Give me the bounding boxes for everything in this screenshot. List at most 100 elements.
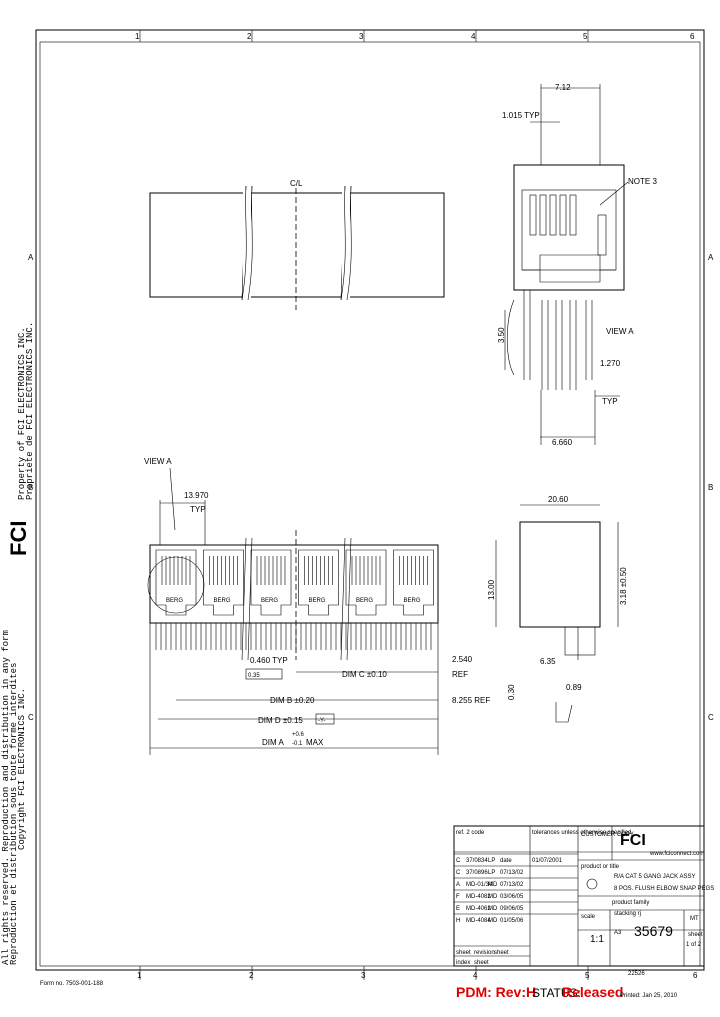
footer-index: index	[456, 960, 470, 966]
side-view-label: VIEW A	[606, 327, 634, 336]
front-dim-b: DIM B ±0.20	[270, 696, 315, 705]
zone-top-4: 4	[471, 32, 476, 41]
history-cell: date	[500, 858, 512, 864]
zone-bottom-4: 4	[473, 971, 478, 980]
copyright-line-4: Property of FCI ELECTRONICS INC.	[17, 327, 27, 500]
pdm-revision: PDM: Rev:H	[456, 984, 536, 1000]
port-label: BERG	[309, 598, 326, 604]
zone-left-b: B	[28, 483, 33, 492]
footer-index-sheet: sheet	[474, 960, 489, 966]
history-cell: MD-4062	[466, 906, 491, 912]
end-dim-height: 13.00	[487, 579, 496, 600]
history-cell: MD	[488, 906, 498, 912]
title-website: www.fciconnect.com	[649, 851, 704, 857]
side-pins	[523, 290, 593, 390]
side-note: NOTE 3	[628, 177, 657, 186]
history-cell: LP	[488, 870, 495, 876]
printed-date: Printed: Jan 25, 2010	[620, 993, 678, 999]
front-pins	[155, 623, 432, 650]
side-dim-pitch: 1.270	[600, 359, 621, 368]
rj-port: BERG	[393, 549, 434, 616]
title-block: ref. 2 code tolerances unless otherwise …	[453, 825, 714, 967]
side-dim-pitch-typ: TYP	[602, 397, 618, 406]
sheet-border	[35, 29, 705, 971]
history-cell: 01/05/06	[500, 918, 524, 924]
zone-top-5: 5	[583, 32, 588, 41]
front-dim-a: DIM A	[262, 738, 284, 747]
title-doc-number: 35679	[634, 923, 673, 939]
end-dim-b: 0.30	[507, 684, 516, 700]
front-body	[149, 544, 439, 624]
side-contacts	[529, 194, 607, 256]
top-view-body	[149, 192, 445, 298]
zone-bottom-1: 1	[137, 971, 142, 980]
side-dim-height: 3.50	[497, 327, 506, 343]
end-dim-side: 3.18 ±0.50	[619, 567, 628, 605]
title-sheet-value: 1 of 2	[686, 942, 702, 948]
title-scale: 1:1	[590, 934, 604, 945]
front-dim-c: DIM C ±0.10	[342, 670, 387, 679]
front-dim-c-right: 2.540	[452, 655, 473, 664]
front-dim-d: DIM D ±0.15	[258, 716, 303, 725]
copyright-line-1: All rights reserved. Reproduction and di…	[1, 630, 11, 965]
history-cell: 03/06/05	[500, 894, 524, 900]
front-dim-b-ref: 8.255 REF	[452, 696, 490, 705]
zone-top-6: 6	[690, 32, 695, 41]
rj-port: BERG	[250, 549, 292, 616]
history-cell: LP	[488, 858, 495, 864]
port-label: BERG	[356, 598, 373, 604]
history-cell: C	[456, 870, 461, 876]
zone-bottom-5: 5	[585, 971, 590, 980]
title-ref-label: ref. 2 code	[456, 830, 485, 836]
zone-top-1: 1	[135, 32, 140, 41]
front-view-callout: VIEW A	[144, 457, 172, 466]
history-cell: H	[456, 918, 460, 924]
history-cell: 01/07/2001	[532, 858, 563, 864]
history-cell: 07/13/02	[500, 870, 524, 876]
rj-port: BERG	[298, 549, 339, 616]
footer-sheet-2: sheet	[494, 950, 509, 956]
zone-left-c: C	[28, 713, 34, 722]
history-cell: C	[456, 858, 461, 864]
side-view: 7.12 1.015 TYP NOTE 3	[497, 83, 657, 447]
zone-top-2: 2	[247, 32, 252, 41]
end-dim-a: 6.35	[540, 657, 556, 666]
history-cell: MD	[488, 894, 498, 900]
front-dim-a-minus: -0.1	[292, 741, 303, 747]
history-cell: 37/0834	[466, 858, 488, 864]
rj-port: BERG	[345, 549, 387, 616]
rj-port: BERG	[203, 549, 244, 616]
status-value: Released	[562, 984, 623, 1000]
status-label: STATUS:	[532, 986, 581, 1000]
zone-right-b: B	[708, 483, 713, 492]
history-cell: 37/0896	[466, 870, 488, 876]
fci-margin-logo: FCI	[6, 521, 31, 556]
front-dim-pin-tol: 0.35	[248, 673, 260, 679]
sheet-inner-border	[39, 41, 701, 967]
port-label: BERG	[214, 598, 231, 604]
history-cell: 09/06/05	[500, 906, 524, 912]
side-dim-top: 7.12	[555, 83, 571, 92]
side-body	[513, 164, 625, 291]
copyright-notes: All rights reserved. Reproduction and di…	[1, 322, 35, 965]
end-body	[519, 521, 601, 628]
title-line-2: 8 POS. FLUSH ELBOW SNAP PEGS	[614, 886, 714, 892]
zone-markers-top: 1 2 3 4 5 6	[135, 30, 695, 42]
footer-revision: revision	[474, 950, 495, 956]
page-code: 22526	[628, 971, 645, 977]
zone-bottom-6: 6	[693, 971, 698, 980]
zone-bottom-2: 2	[249, 971, 254, 980]
title-scale-label: scale	[581, 914, 596, 920]
port-label: BERG	[261, 598, 278, 604]
title-sheet-label: sheet	[688, 932, 703, 938]
customer-copy: CUSTOMER COPY	[581, 832, 634, 838]
history-cell: MD	[488, 882, 498, 888]
form-number: Form no. 7503-001-188	[40, 981, 104, 987]
title-line-1: R/A CAT 5 GANG JACK ASSY	[614, 874, 695, 880]
history-cell: 07/13/02	[500, 882, 524, 888]
